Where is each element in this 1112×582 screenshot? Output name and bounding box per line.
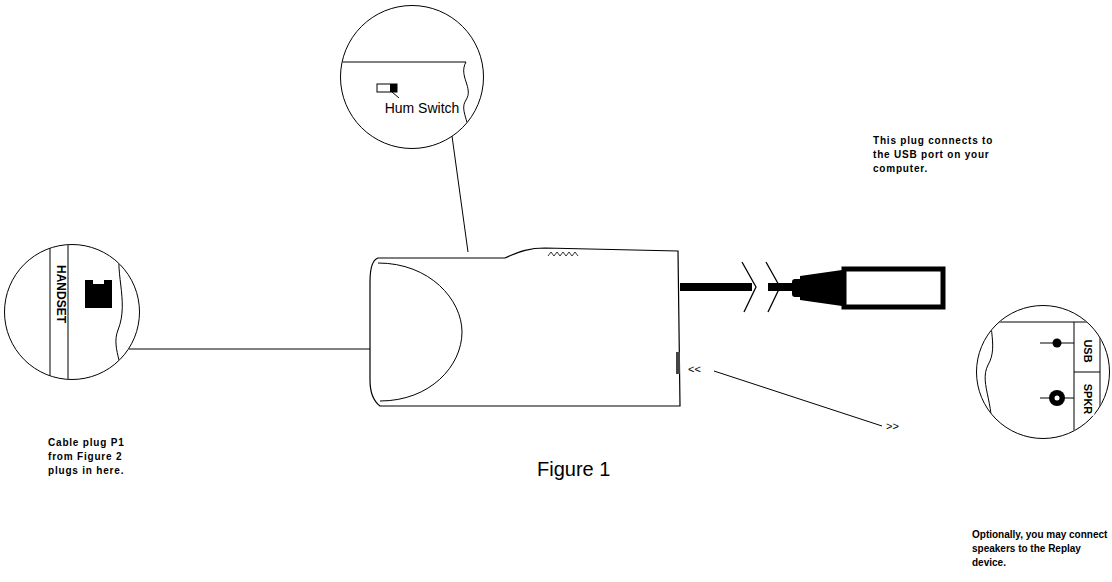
switch-label: Hum Switch — [384, 100, 461, 116]
leader-line — [452, 136, 468, 252]
port-label: USB — [1082, 338, 1095, 363]
usb-cable — [680, 283, 800, 291]
note-text: Optionally, you may connect speakers to … — [972, 528, 1108, 570]
leader-line — [129, 349, 371, 350]
pointer-mark: << — [688, 363, 701, 375]
switch-detail — [330, 62, 469, 150]
device-body — [370, 248, 680, 406]
handset-callout-circle: HANDSET — [4, 244, 140, 380]
port-label: HANDSET — [53, 264, 67, 324]
switch-callout-circle: Hum Switch — [340, 5, 484, 149]
jack-callout-circle: USB SPKR — [976, 305, 1110, 439]
note-text: This plug connects to the USB port on yo… — [873, 134, 998, 176]
jack-detail — [985, 300, 1112, 450]
note-text: Cable plug P1 from Figure 2 plugs in her… — [48, 436, 148, 478]
pointer-mark: >> — [886, 420, 899, 432]
port-label: SPKR — [1082, 383, 1095, 416]
figure-caption: Figure 1 — [537, 458, 610, 481]
leader-line — [714, 371, 882, 426]
handset-detail — [50, 240, 122, 390]
